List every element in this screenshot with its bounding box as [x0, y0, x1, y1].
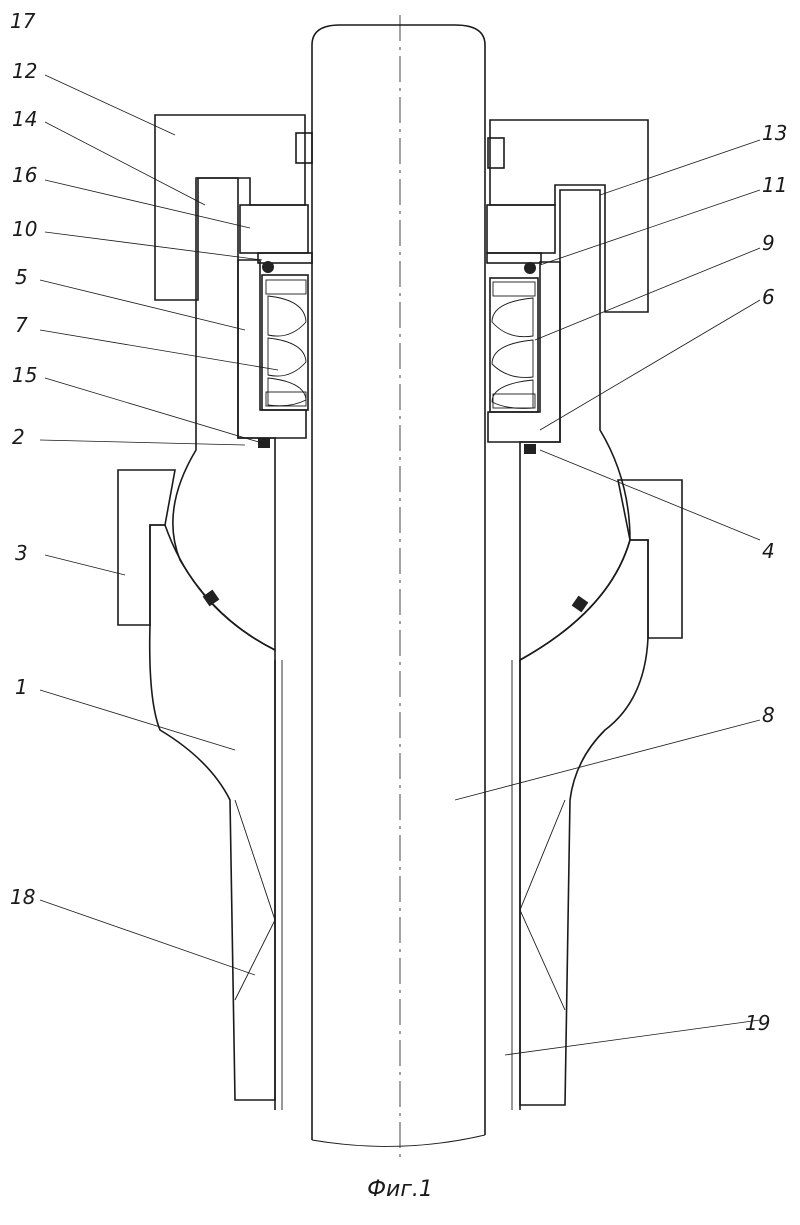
label-12: 12 [12, 59, 37, 83]
label-16: 16 [12, 163, 37, 187]
label-6: 6 [762, 285, 775, 309]
label-14: 14 [12, 107, 37, 131]
label-3: 3 [15, 541, 28, 565]
nut-12-right [489, 119, 649, 313]
rod-8 [311, 24, 486, 1147]
sleeve-1-left [148, 524, 276, 1101]
label-5: 5 [15, 265, 28, 289]
label-18: 18 [10, 885, 35, 909]
flange-3-left [117, 469, 176, 626]
label-15: 15 [12, 363, 37, 387]
label-13: 13 [762, 121, 787, 145]
label-17: 17 [10, 9, 36, 33]
label-11: 11 [762, 173, 787, 197]
seal-17-right [487, 137, 505, 169]
label-8: 8 [762, 703, 775, 727]
label-4: 4 [762, 539, 775, 563]
ring-16-left [257, 252, 313, 264]
seal-15-left [258, 438, 270, 448]
body-2-right [519, 189, 631, 662]
housing-6-right [487, 261, 561, 443]
label-19: 19 [745, 1011, 770, 1035]
label-1: 1 [15, 675, 28, 699]
housing-5-left [237, 259, 307, 439]
sleeve-1-right [519, 539, 649, 1106]
bushing-14-right [486, 204, 556, 254]
oring-10-left [262, 261, 274, 273]
body-2-left [172, 177, 276, 652]
seal-17-left [295, 132, 313, 164]
seal-4-right [524, 444, 536, 454]
label-10: 10 [12, 217, 37, 241]
ring-16-right [486, 252, 542, 264]
bushing-14-left [239, 204, 309, 254]
left-half [117, 114, 313, 1110]
part-labels: 17 12 14 16 10 5 7 15 2 3 1 18 13 11 9 6… [10, 9, 787, 1035]
label-9: 9 [762, 231, 775, 255]
leader-lines [39, 74, 761, 1056]
packing-7-left [261, 274, 309, 411]
figure-caption: Фиг.1 [367, 1177, 433, 1202]
label-2: 2 [12, 425, 25, 449]
right-half [486, 119, 683, 1110]
nut-12-left [154, 114, 306, 301]
oring-10-right [524, 262, 536, 274]
label-7: 7 [15, 313, 28, 337]
packing-9-right [489, 277, 539, 413]
